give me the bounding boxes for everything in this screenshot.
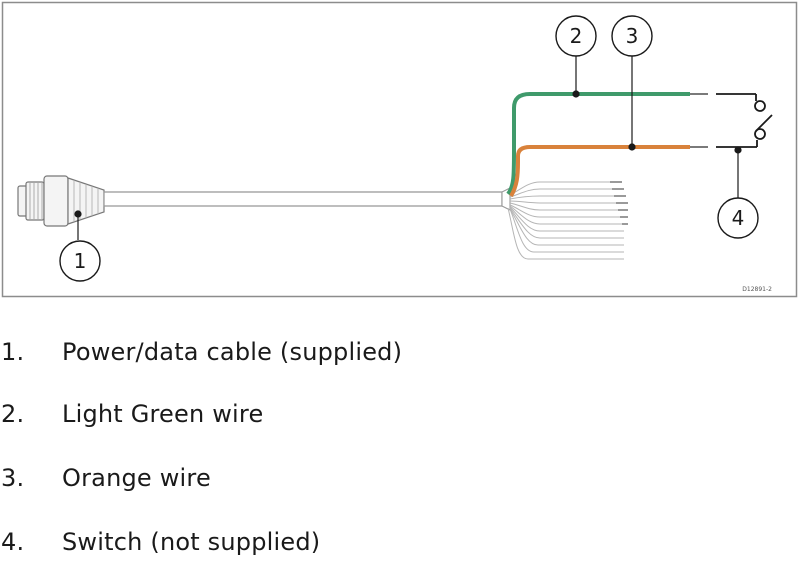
callout-3: 3 xyxy=(611,15,653,57)
legend-item-4: 4. Switch (not supplied) xyxy=(0,522,320,562)
fanout-wire-ends xyxy=(610,181,628,225)
legend-number: 2. xyxy=(1,400,25,428)
orange-wire xyxy=(509,145,708,198)
connector-plug xyxy=(17,175,105,227)
callout-1: 1 xyxy=(59,240,101,282)
legend-number: 1. xyxy=(1,338,25,366)
callout-2: 2 xyxy=(555,15,597,57)
svg-text:1: 1 xyxy=(74,249,87,273)
switch-symbol xyxy=(716,93,773,148)
svg-text:2: 2 xyxy=(570,24,583,48)
wiring-diagram: 1 2 3 4 D12891-2 xyxy=(1,1,798,298)
legend-label: Orange wire xyxy=(62,464,211,492)
legend-number: 3. xyxy=(1,464,25,492)
callout-4: 4 xyxy=(717,197,759,239)
legend-item-3: 3. Orange wire xyxy=(0,458,211,498)
diagram-frame xyxy=(1,1,798,298)
legend-item-1: 1. Power/data cable (supplied) xyxy=(0,332,402,372)
figure-code: D12891-2 xyxy=(742,286,772,293)
light-green-wire xyxy=(506,92,708,196)
legend-label: Light Green wire xyxy=(62,400,264,428)
svg-text:3: 3 xyxy=(626,24,639,48)
legend-number: 4. xyxy=(1,528,25,556)
legend-label: Power/data cable (supplied) xyxy=(62,338,403,366)
svg-text:4: 4 xyxy=(732,206,745,230)
leader-lines xyxy=(74,56,742,240)
legend-label: Switch (not supplied) xyxy=(62,528,321,556)
legend-item-2: 2. Light Green wire xyxy=(0,394,263,434)
